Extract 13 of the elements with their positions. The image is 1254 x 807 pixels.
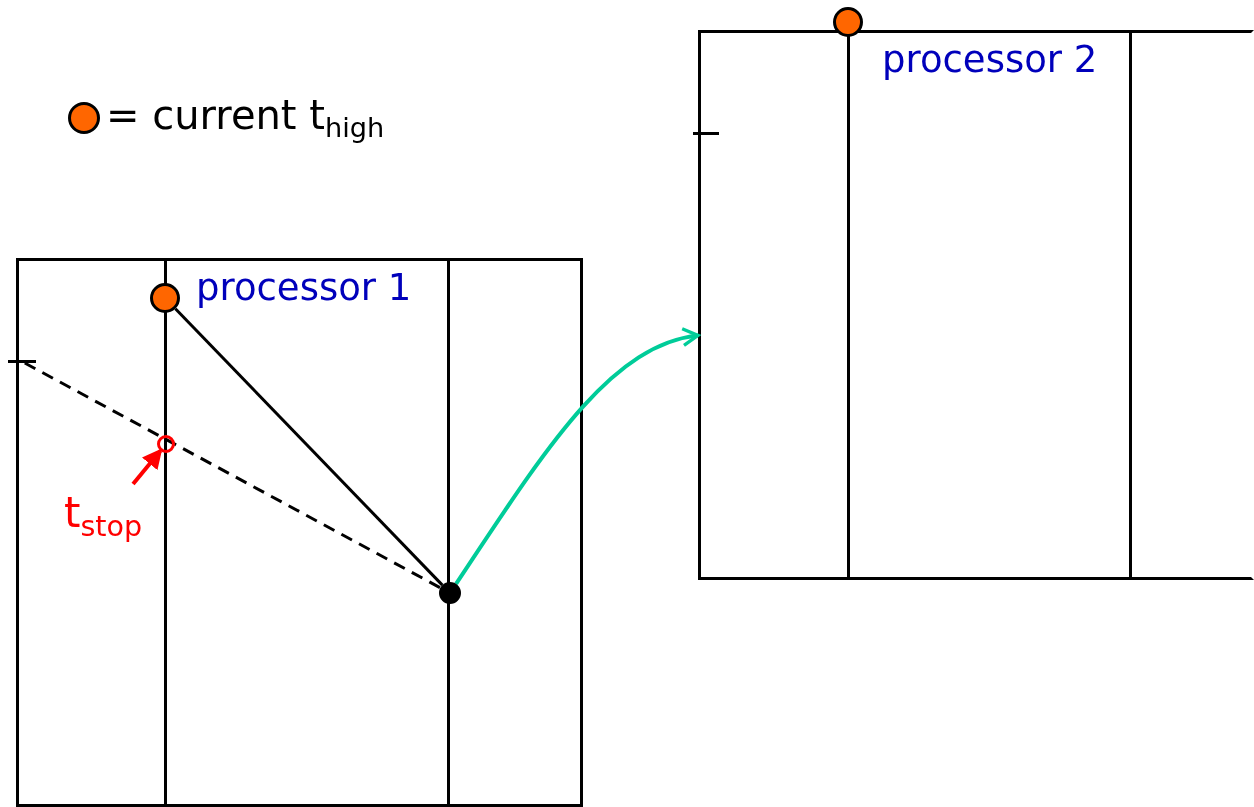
- legend-text: = current t$_{high}$: [106, 92, 385, 144]
- connector-line: [174, 307, 444, 587]
- tick-mark: [8, 360, 36, 363]
- time-marker-dot: [833, 7, 863, 37]
- time-marker-dot: [150, 283, 180, 313]
- arrow: [131, 448, 163, 486]
- time-marker-dot: [439, 582, 461, 604]
- stop-point-circle: [157, 435, 175, 453]
- time-label: t$_{stop}$: [64, 484, 156, 540]
- panel-title: processor 2: [882, 40, 1098, 81]
- dashed-line: [24, 361, 442, 590]
- arrow: [454, 328, 700, 585]
- panel-title: processor 1: [196, 268, 412, 309]
